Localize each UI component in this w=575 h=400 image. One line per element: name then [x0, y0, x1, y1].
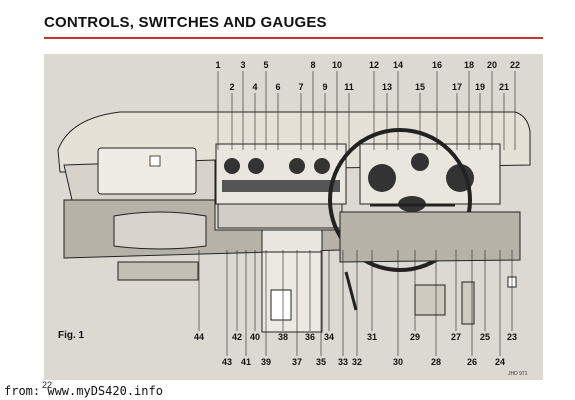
callout-number: 11 — [344, 82, 354, 92]
reference-code: JHD 971 — [508, 371, 528, 377]
callout-number: 32 — [352, 357, 362, 367]
glovebox-lid — [97, 147, 197, 195]
callout-number: 34 — [324, 332, 334, 342]
speedometer — [368, 164, 396, 192]
parcel-pocket — [113, 211, 207, 250]
callout-number: 24 — [495, 357, 505, 367]
callout-number: 8 — [310, 60, 315, 70]
page-number: 22 — [42, 380, 53, 390]
switch-bank — [222, 180, 340, 192]
brake-pedal — [414, 284, 446, 316]
callout-number: 2 — [229, 82, 234, 92]
gauge-2 — [248, 158, 264, 174]
callout-number: 1 — [215, 60, 220, 70]
callout-number: 4 — [252, 82, 257, 92]
footer-url: from: www.myDS420.info — [4, 384, 163, 398]
callout-number: 18 — [464, 60, 474, 70]
callout-number: 17 — [452, 82, 462, 92]
callout-number: 3 — [240, 60, 245, 70]
callout-number: 13 — [382, 82, 392, 92]
callout-number: 7 — [298, 82, 303, 92]
handbrake-lever — [344, 271, 358, 311]
callout-number: 10 — [332, 60, 342, 70]
lower-dash-right — [339, 211, 521, 263]
clock — [411, 153, 429, 171]
gauge-4 — [314, 158, 330, 174]
center-console — [217, 203, 343, 229]
callout-number: 43 — [222, 357, 232, 367]
callout-number: 21 — [499, 82, 509, 92]
steering-wheel — [328, 128, 472, 272]
callout-number: 14 — [393, 60, 403, 70]
radio-unit — [261, 229, 323, 253]
callout-number: 35 — [316, 357, 326, 367]
figure-label: Fig. 1 — [58, 330, 85, 341]
gauge-3 — [289, 158, 305, 174]
callout-number: 12 — [369, 60, 379, 70]
callout-number: 33 — [338, 357, 348, 367]
callout-number: 38 — [278, 332, 288, 342]
callout-number: 37 — [292, 357, 302, 367]
callout-number: 26 — [467, 357, 477, 367]
callout-number: 40 — [250, 332, 260, 342]
callout-number: 30 — [393, 357, 403, 367]
callout-number: 36 — [305, 332, 315, 342]
callout-number: 27 — [451, 332, 461, 342]
page-title: CONTROLS, SWITCHES AND GAUGES — [44, 14, 327, 31]
callout-number: 5 — [263, 60, 268, 70]
callout-number: 28 — [431, 357, 441, 367]
title-rule — [44, 37, 543, 39]
callout-number: 29 — [410, 332, 420, 342]
callout-number: 44 — [194, 332, 204, 342]
callout-number: 20 — [487, 60, 497, 70]
callout-number: 31 — [367, 332, 377, 342]
callout-number: 23 — [507, 332, 517, 342]
callout-number: 25 — [480, 332, 490, 342]
callout-number: 22 — [510, 60, 520, 70]
callout-number: 39 — [261, 357, 271, 367]
callout-number: 15 — [415, 82, 425, 92]
footwell-grille — [117, 261, 199, 281]
center-instrument-panel — [215, 143, 347, 205]
gear-selector — [270, 289, 292, 321]
bottom-callouts: 44 42 43 41 40 39 38 37 36 35 34 33 32 31 30 29 28 27 26 25… — [194, 250, 517, 367]
callout-number: 19 — [475, 82, 485, 92]
glovebox-badge — [149, 155, 161, 167]
callout-number: 6 — [275, 82, 280, 92]
callout-number: 16 — [432, 60, 442, 70]
callout-number: 9 — [322, 82, 327, 92]
gauge-1 — [224, 158, 240, 174]
callout-number: 41 — [241, 357, 251, 367]
callout-number: 42 — [232, 332, 242, 342]
accelerator-pedal — [461, 281, 475, 325]
